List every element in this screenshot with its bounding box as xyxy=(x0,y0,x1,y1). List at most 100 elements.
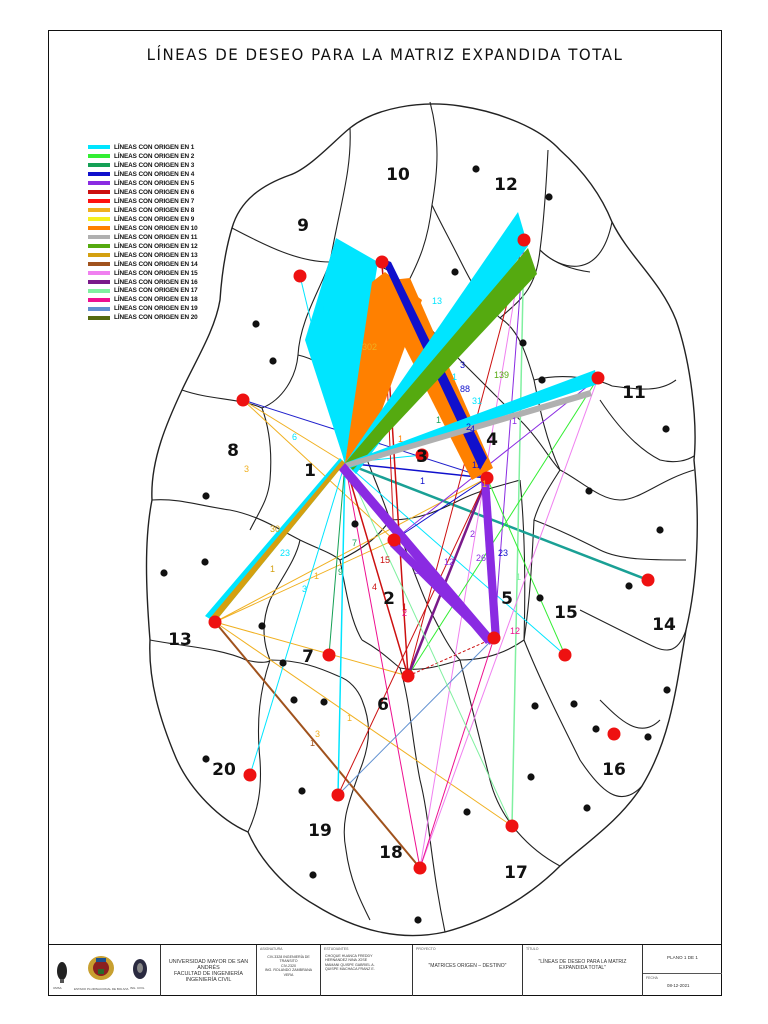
legend-label: LÍNEAS CON ORIGEN EN 14 xyxy=(114,260,198,268)
legend-label: LÍNEAS CON ORIGEN EN 8 xyxy=(114,206,195,214)
line-6-1 xyxy=(344,462,409,677)
flow-value-label: 1 xyxy=(402,602,407,612)
legend-label: LÍNEAS CON ORIGEN EN 1 xyxy=(114,143,195,151)
legend-label: LÍNEAS CON ORIGEN EN 2 xyxy=(114,152,195,160)
legend-item: LÍNEAS CON ORIGEN EN 12 xyxy=(88,242,228,251)
zone-label: 15 xyxy=(554,603,578,623)
institution-university: UNIVERSIDAD MAYOR DE SAN ANDRÉS xyxy=(168,959,249,971)
zone-reference-dot xyxy=(662,425,670,433)
legend-swatch xyxy=(88,163,110,168)
legend-label: LÍNEAS CON ORIGEN EN 12 xyxy=(114,242,198,250)
zone-label: 11 xyxy=(622,383,646,403)
project-cell: PROYECTO "MATRICES ORIGEN – DESTINO" xyxy=(412,945,522,996)
legend-label: LÍNEAS CON ORIGEN EN 5 xyxy=(114,179,195,187)
legend-item: LÍNEAS CON ORIGEN EN 5 xyxy=(88,179,228,188)
line-1-20 xyxy=(249,462,346,776)
zone-centroid xyxy=(331,788,345,802)
bolivia-coat-of-arms-icon xyxy=(88,956,114,980)
legend-item: LÍNEAS CON ORIGEN EN 9 xyxy=(88,215,228,224)
zone-reference-dot xyxy=(320,698,328,706)
legend-swatch xyxy=(88,226,110,231)
flow-value-label: 2 xyxy=(470,529,475,539)
zone-label: 1 xyxy=(304,461,316,481)
subject-head: ASIGNATURA xyxy=(260,947,283,951)
zone-centroid xyxy=(401,669,415,683)
zone-reference-dot xyxy=(309,871,317,879)
zone-label: 14 xyxy=(652,615,676,635)
legend-item: LÍNEAS CON ORIGEN EN 1 xyxy=(88,143,228,152)
legend-swatch xyxy=(88,297,110,302)
zone-centroid xyxy=(322,648,336,662)
line-13-17 xyxy=(214,621,513,827)
line-2-4 xyxy=(393,477,488,541)
zone-centroid xyxy=(387,533,401,547)
zone-centroid xyxy=(415,448,429,462)
legend-label: LÍNEAS CON ORIGEN EN 3 xyxy=(114,161,195,169)
zone-label: 5 xyxy=(501,589,513,609)
zone-centroid xyxy=(505,819,519,833)
legend-swatch xyxy=(88,271,110,276)
band-4-5 xyxy=(481,478,500,642)
zone-reference-dot xyxy=(290,696,298,704)
line-12-5 xyxy=(493,239,525,639)
flow-value-label: 2 xyxy=(402,608,407,618)
zone-reference-dot xyxy=(536,594,544,602)
students-cell: ESTUDIANTES CHOQUE HUANCA FREDDY HERNAND… xyxy=(320,945,412,996)
zone-label: 7 xyxy=(302,647,314,667)
legend-swatch xyxy=(88,244,110,249)
line-15-4 xyxy=(486,477,566,656)
flow-value-label: 12 xyxy=(472,460,482,470)
zone-reference-dot xyxy=(414,916,422,924)
zone-label: 6 xyxy=(377,695,389,715)
flow-value-label: 1 xyxy=(516,572,521,582)
legend-swatch xyxy=(88,172,110,177)
zone-reference-dot xyxy=(663,686,671,694)
flow-value-label: 1 xyxy=(312,340,317,350)
zone-centroid xyxy=(293,269,307,283)
flow-value-label: 1 xyxy=(314,571,319,581)
legend-swatch xyxy=(88,315,110,320)
flow-value-label: 13 xyxy=(432,296,442,306)
zone-reference-dot xyxy=(538,376,546,384)
sheet-title-head: TÍTULO xyxy=(526,947,539,951)
subject-line-3: ING. ROLANDO ZAMBRANA VERA xyxy=(264,968,313,977)
flow-value-label: 1 xyxy=(436,415,441,425)
sheet-number: PLANO 1 DE 1 xyxy=(667,955,698,960)
legend-label: LÍNEAS CON ORIGEN EN 16 xyxy=(114,278,198,286)
legend-label: LÍNEAS CON ORIGEN EN 10 xyxy=(114,224,198,232)
legend-item: LÍNEAS CON ORIGEN EN 3 xyxy=(88,161,228,170)
desire-lines-thick xyxy=(205,212,598,645)
zone-reference-dot xyxy=(625,582,633,590)
zone-reference-dot xyxy=(531,702,539,710)
zone-reference-dot xyxy=(592,725,600,733)
flow-value-label: 3 xyxy=(302,584,307,594)
legend-item: LÍNEAS CON ORIGEN EN 7 xyxy=(88,197,228,206)
zone-reference-dot xyxy=(160,569,168,577)
logo-caption-umsa: UMSA xyxy=(53,986,62,990)
zone-centroid xyxy=(641,573,655,587)
line-6-4 xyxy=(406,477,489,677)
legend-swatch xyxy=(88,280,110,285)
flow-value-label: 9 xyxy=(338,567,343,577)
student-4: QUISPE MACHACA FRANZ E. xyxy=(325,967,375,972)
line-5-19 xyxy=(337,637,495,796)
flow-value-label: 1 xyxy=(512,416,517,426)
flow-value-label: 2 xyxy=(466,422,471,432)
zone-label: 8 xyxy=(227,441,239,461)
subject-line-2: CIV-2320 xyxy=(281,963,296,968)
legend-swatch xyxy=(88,306,110,311)
student-1: CHOQUE HUANCA FREDDY xyxy=(325,954,373,958)
zone-centroid xyxy=(487,631,501,645)
flow-value-label: 26 xyxy=(476,553,486,563)
band-11-1 xyxy=(345,390,592,468)
student-3: MAMANI QUISPE GABRIEL A. xyxy=(325,962,375,967)
black-dots xyxy=(160,165,671,924)
flow-value-label: 6 xyxy=(292,432,297,442)
legend-label: LÍNEAS CON ORIGEN EN 9 xyxy=(114,215,195,223)
map-title: LÍNEAS DE DESEO PARA LA MATRIZ EXPANDIDA… xyxy=(146,45,624,65)
line-11-2 xyxy=(393,377,599,541)
legend-item: LÍNEAS CON ORIGEN EN 13 xyxy=(88,251,228,260)
legend-swatch xyxy=(88,217,110,222)
